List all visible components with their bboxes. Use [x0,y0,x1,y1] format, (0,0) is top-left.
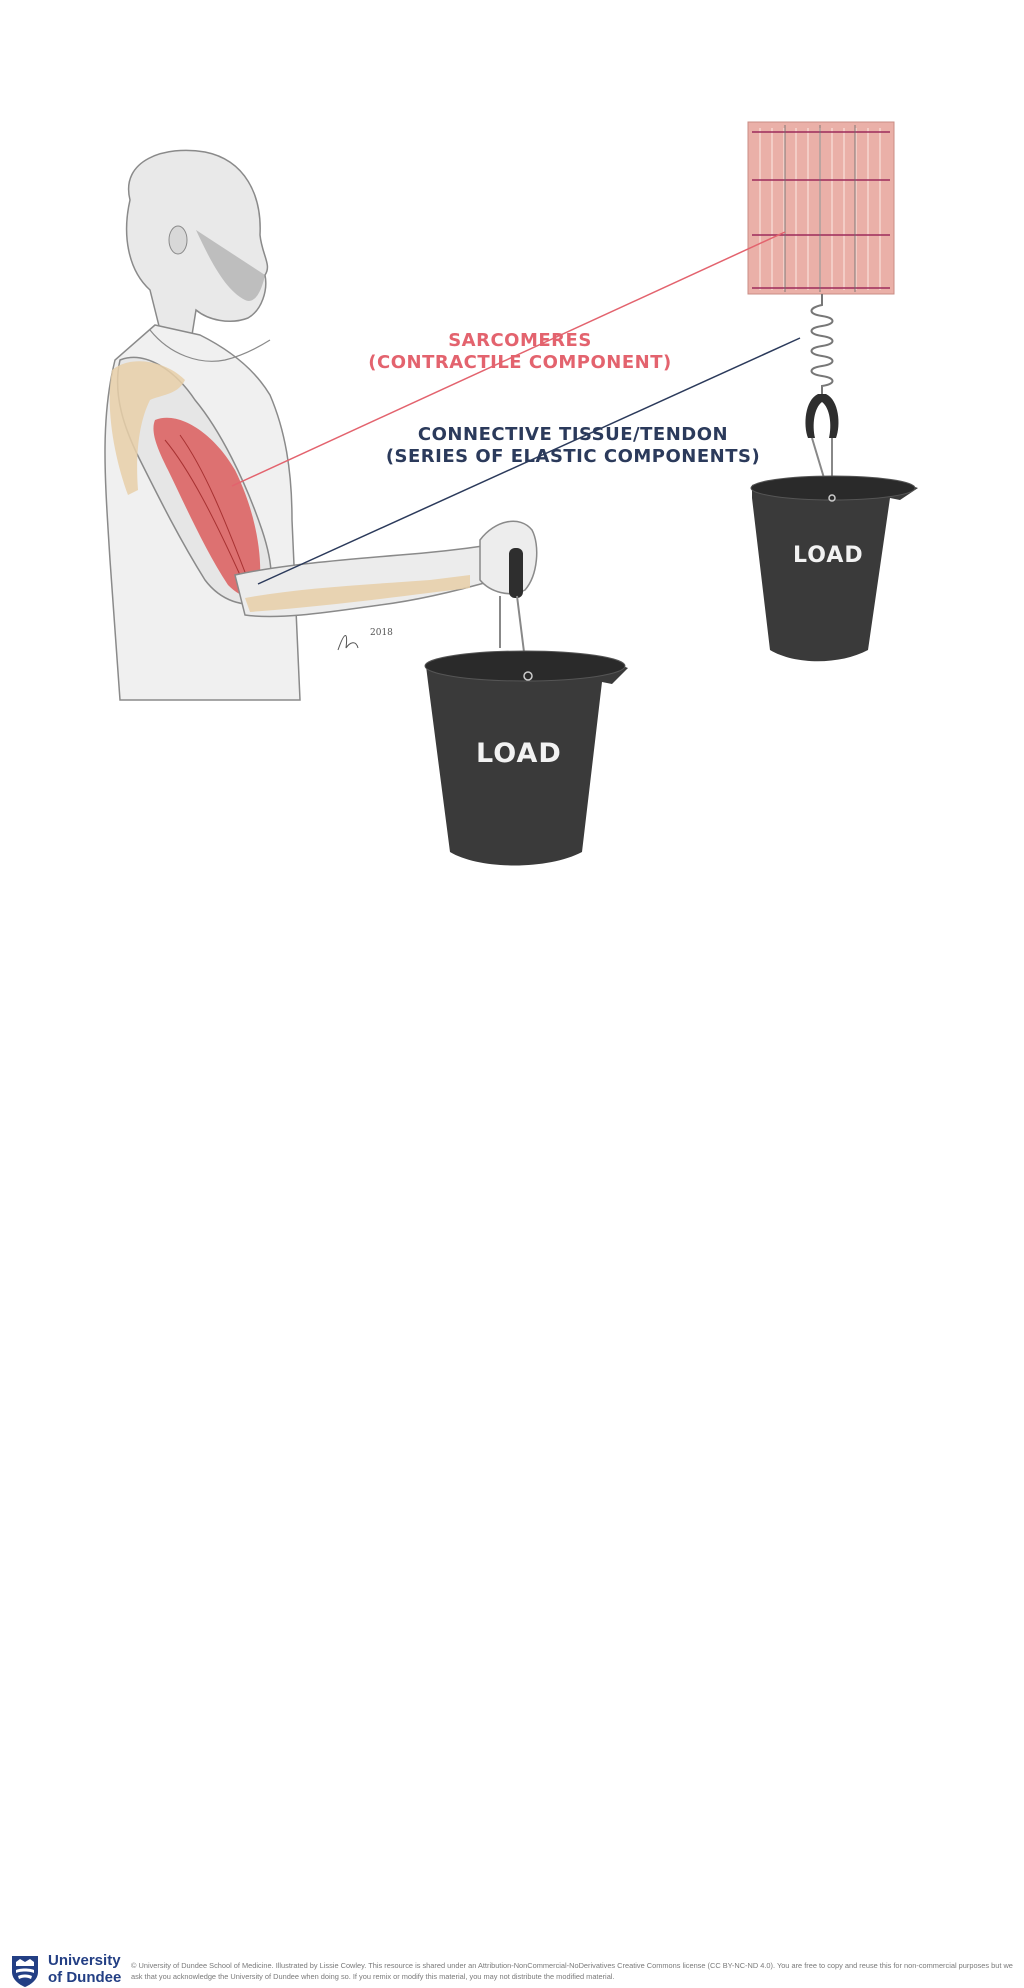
small-bucket [750,475,918,662]
small-bucket-load-label: LOAD [793,543,864,568]
footer: University of Dundee © University of Dun… [0,972,1024,1987]
copyright-notice: © University of Dundee School of Medicin… [131,1961,1013,1981]
university-shield-icon [12,1956,38,1987]
sarcomere-box [747,121,895,295]
man-figure [104,149,538,701]
sarcomere-leader-line [231,231,786,487]
connective-leader-line [257,337,801,585]
large-bucket [424,650,628,866]
spring [810,294,834,394]
sarcomeres-title: SARCOMERES [448,330,592,351]
logo-line-2: of Dundee [48,1969,122,1986]
signature-mark [337,635,359,651]
university-logo-text: University of Dundee [48,1952,121,1986]
large-bucket-load-label: LOAD [476,738,562,769]
connective-tissue-label: CONNECTIVE TISSUE/TENDON (SERIES OF ELAS… [358,424,788,467]
logo-line-1: University [48,1952,121,1969]
connective-tissue-title: CONNECTIVE TISSUE/TENDON [417,424,729,445]
artist-signature-year: 2018 [370,628,393,638]
muscle-model-illustration [104,121,918,866]
connective-tissue-subtitle: (SERIES OF ELASTIC COMPONENTS) [385,445,761,467]
sarcomeres-label: SARCOMERES (CONTRACTILE COMPONENT) [305,330,735,373]
sarcomeres-subtitle: (CONTRACTILE COMPONENT) [368,351,672,373]
